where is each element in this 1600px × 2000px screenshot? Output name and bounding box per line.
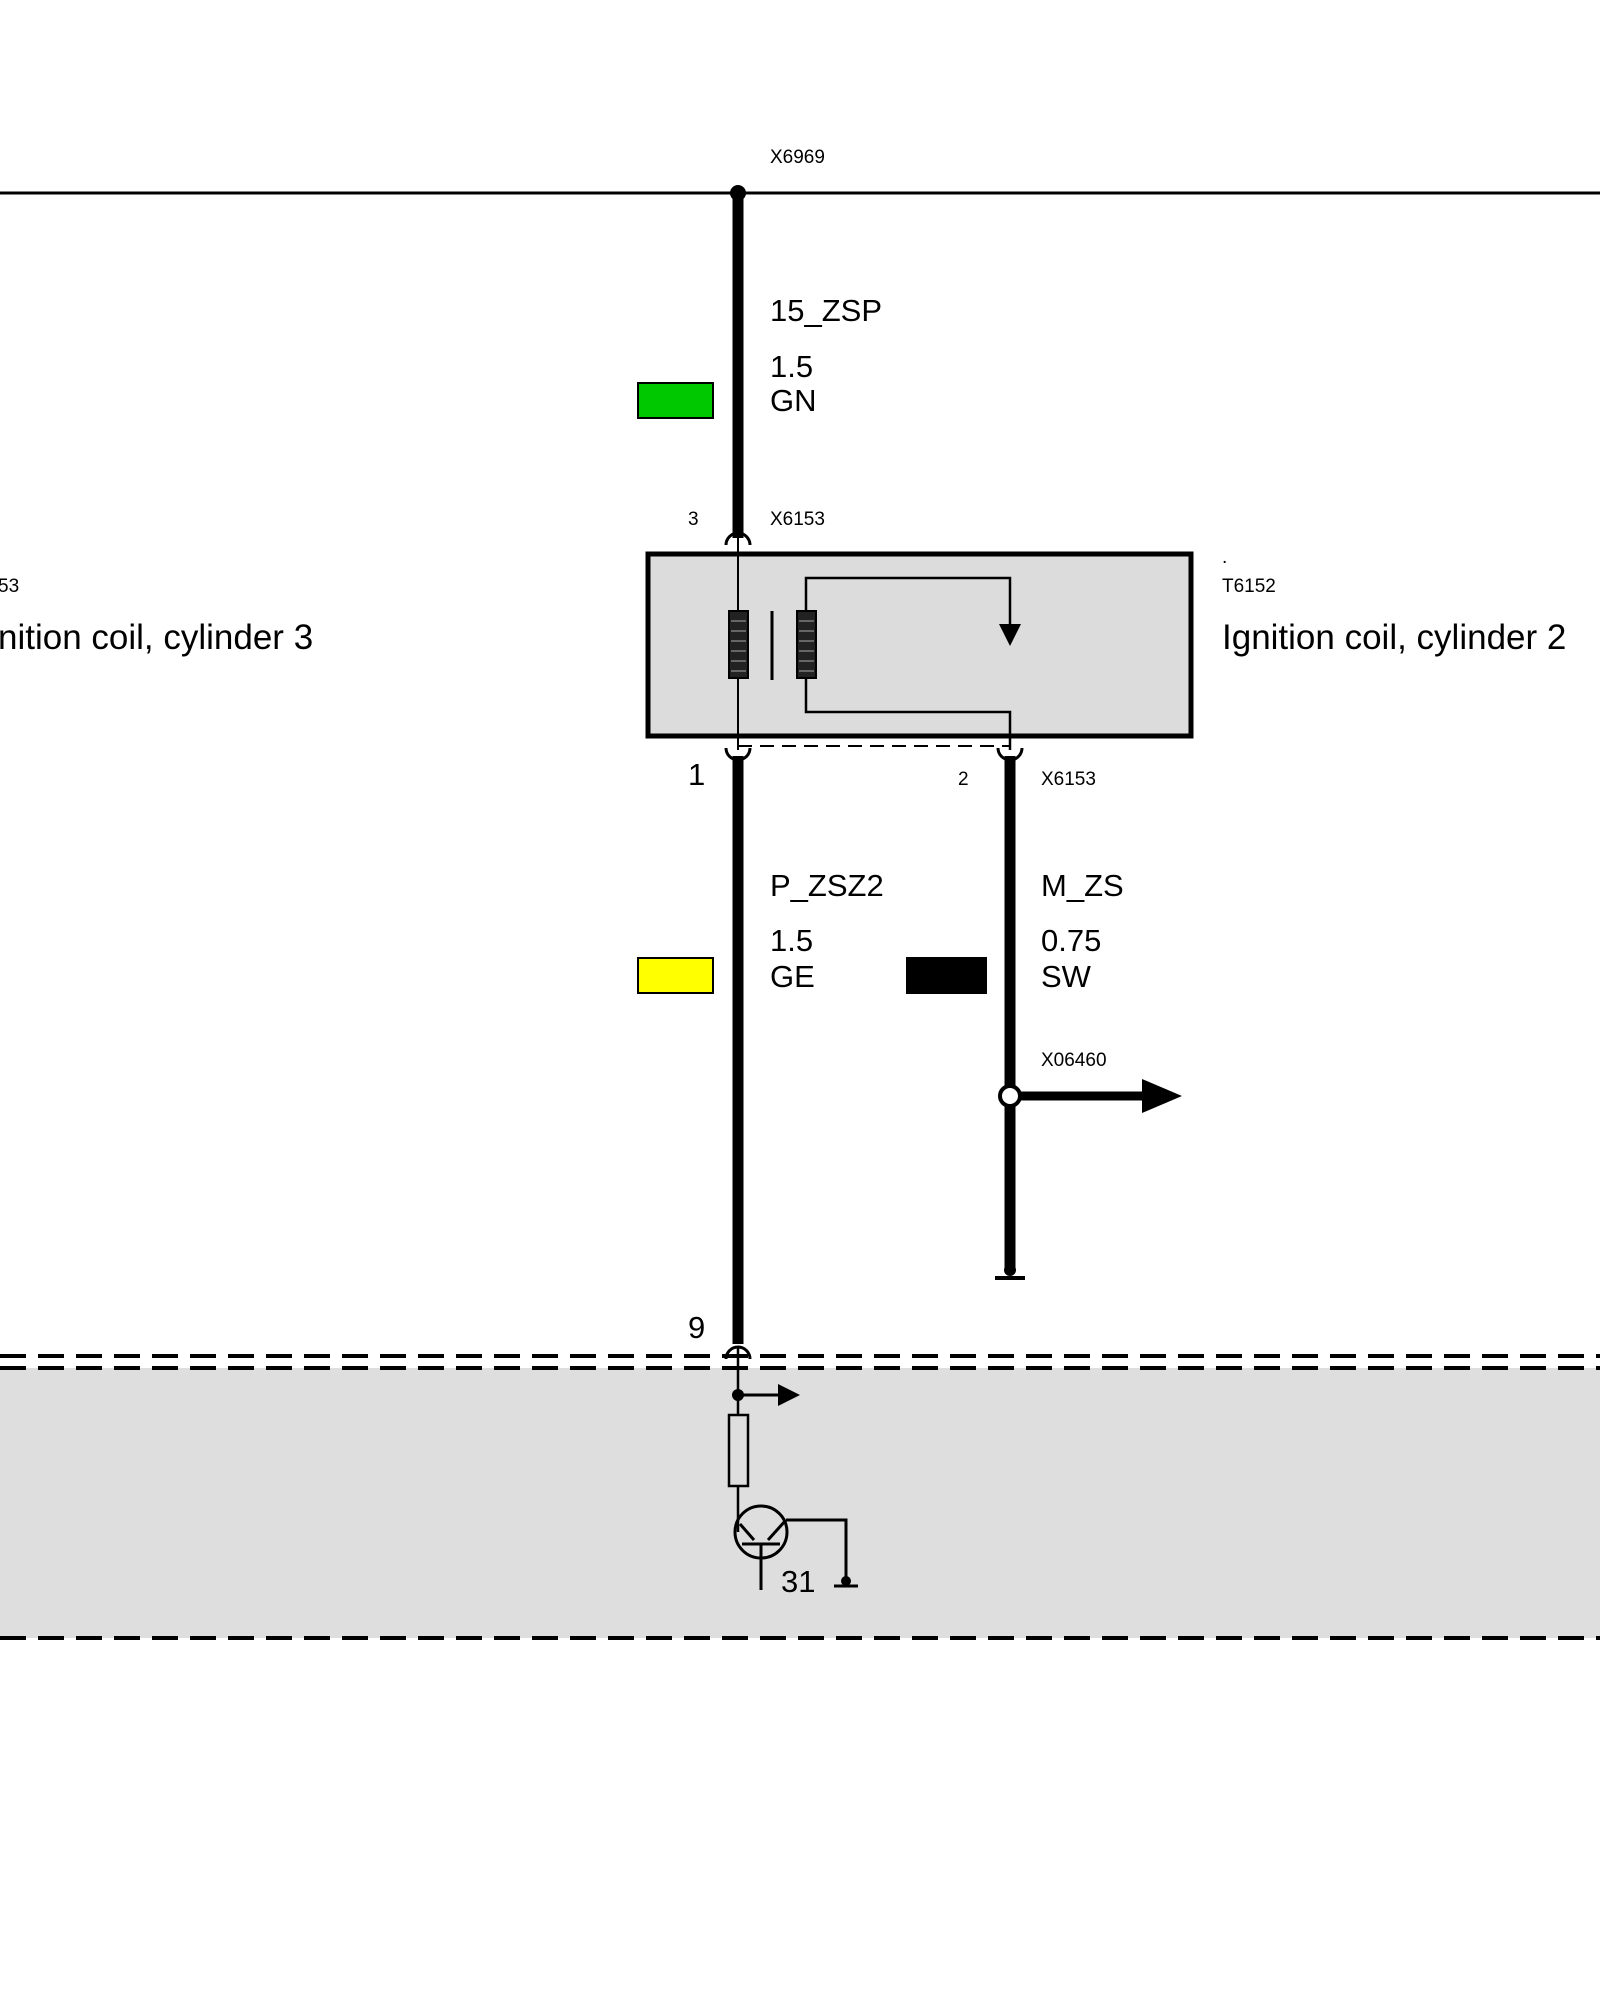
coil-secondary-arrow xyxy=(999,624,1021,646)
wire-ground-signal: M_ZS xyxy=(1041,868,1124,903)
pin-3-cup xyxy=(724,531,752,546)
wire-supply-signal: 15_ZSP xyxy=(770,293,882,328)
wire-primary-signal: P_ZSZ2 xyxy=(770,868,884,903)
connector-label-bottom: X6153 xyxy=(1041,769,1096,790)
right-component-label: Ignition coil, cylinder 2 xyxy=(1222,618,1566,657)
splice-label-x6969: X6969 xyxy=(770,147,825,168)
right-component-dot: . xyxy=(1222,547,1227,568)
ecu-area xyxy=(0,1368,1600,1638)
wire-supply-swatch xyxy=(637,382,714,419)
left-component-label: nition coil, cylinder 3 xyxy=(0,618,313,657)
wire-supply-gauge: 1.5 xyxy=(770,349,813,384)
ecu-sense-arrow xyxy=(778,1384,800,1406)
pin-3-label: 3 xyxy=(688,509,699,530)
splice-label-x06460: X06460 xyxy=(1041,1050,1107,1071)
wire-primary-swatch xyxy=(637,957,714,994)
ecu-ground-dot xyxy=(841,1576,851,1586)
pin-1-label: 1 xyxy=(688,757,705,792)
ground-splice-node xyxy=(998,1084,1022,1108)
wire-ground-gauge: 0.75 xyxy=(1041,923,1101,958)
splice-dot-x6969 xyxy=(730,185,746,201)
coil-secondary-bottom-lead xyxy=(804,678,1012,750)
coil-secondary-winding-lines xyxy=(799,620,814,672)
wire-ground-swatch xyxy=(906,957,987,994)
ground-symbol-dot xyxy=(1004,1264,1016,1276)
coil-secondary-top-lead xyxy=(804,576,1012,628)
coil-primary-winding-lines xyxy=(731,620,746,672)
connector-label-top: X6153 xyxy=(770,509,825,530)
wire-primary-gauge: 1.5 xyxy=(770,923,813,958)
ground-terminal-label: 31 xyxy=(781,1564,815,1599)
ground-splice-arrow xyxy=(1142,1079,1182,1113)
right-component-code: T6152 xyxy=(1222,576,1276,597)
ecu-resistor xyxy=(727,1413,750,1488)
left-component-code: 53 xyxy=(0,576,19,597)
wire-primary-color: GE xyxy=(770,959,815,994)
ecu-transistor-left xyxy=(738,1523,756,1541)
ecu-collector-to-ground xyxy=(786,1518,848,1580)
pin-2-label: 2 xyxy=(958,769,969,790)
pin-9-label: 9 xyxy=(688,1310,705,1345)
wire-ground-color: SW xyxy=(1041,959,1092,994)
wire-supply-color: GN xyxy=(770,383,817,418)
ecu-transistor-collector xyxy=(766,1518,788,1542)
